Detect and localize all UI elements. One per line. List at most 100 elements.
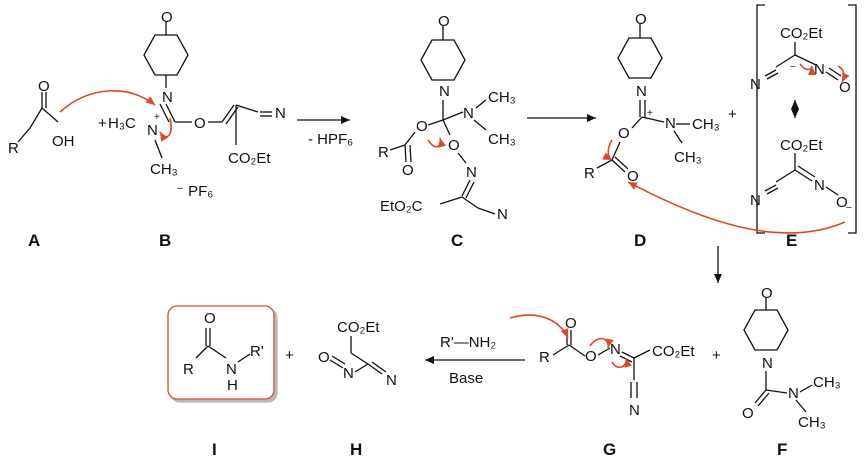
compound-g: O R O N CO₂Et N G <box>539 315 695 459</box>
plus-sign-1: + <box>98 115 107 132</box>
f-n-dimethyl: N <box>788 385 799 402</box>
curly-arrow-amine-to-g <box>509 314 569 339</box>
c-n-nitrile: N <box>497 206 508 223</box>
curly-arrow-g-internal-2 <box>611 357 633 369</box>
compound-c: O N N CH₃ CH₃ O R O O N N EtO₂C C <box>378 13 516 250</box>
i-r-label: R <box>183 361 194 378</box>
a-r-label: R <box>8 140 19 157</box>
g-n-oxime: N <box>610 341 621 358</box>
i-h-label: H <box>227 377 238 394</box>
c-r-label: R <box>378 144 389 161</box>
compound-i: O R N H R' I <box>167 305 275 459</box>
curly-arrow-a-to-b <box>59 89 156 113</box>
compound-a: R O OH A <box>8 78 75 250</box>
b-o-ring: O <box>161 9 173 26</box>
compound-h: CO₂Et O N N H <box>318 319 397 459</box>
e-o-top: O <box>839 79 851 96</box>
caption-i: I <box>212 440 217 459</box>
e-co2et-top: CO₂Et <box>780 25 823 42</box>
f-ch3-a: CH₃ <box>813 374 841 391</box>
b-co2et: CO₂Et <box>228 150 271 167</box>
c-n-oxime: N <box>466 164 477 181</box>
reagent-amine: R'—NH₂ <box>440 334 496 351</box>
f-n-ring: N <box>762 355 773 372</box>
d-o-carbonyl: O <box>627 168 639 185</box>
reagent-base: Base <box>449 370 483 387</box>
c-ch3-a: CH₃ <box>488 89 516 106</box>
reagent-minus-hpf6: - HPF₆ <box>308 131 353 148</box>
compound-e: CO₂Et N − N O CO₂Et N N O − E <box>750 4 857 250</box>
d-n-ring: N <box>636 83 647 100</box>
h-co2et: CO₂Et <box>337 319 380 336</box>
c-n-dimethyl: N <box>463 105 474 122</box>
b-n-ring: N <box>162 89 173 106</box>
g-o-carbonyl: O <box>565 315 577 332</box>
e-co2et-bot: CO₂Et <box>780 137 823 154</box>
f-o-carbonyl: O <box>742 405 754 422</box>
curly-arrow-e-top-1 <box>799 63 816 76</box>
d-n-dimethyl: N <box>665 115 676 132</box>
plus-sign-3: + <box>712 347 721 364</box>
caption-a: A <box>28 231 40 250</box>
b-pf6: ⁻ PF₆ <box>176 183 213 200</box>
curly-arrow-c-internal <box>427 137 447 148</box>
curly-arrow-g-internal <box>589 337 614 349</box>
caption-b: B <box>159 231 171 250</box>
b-n-nitrile: N <box>275 105 286 122</box>
f-ch3-b: CH₃ <box>798 414 826 431</box>
c-o-ester: O <box>416 118 428 135</box>
a-oh-label: OH <box>52 133 75 150</box>
d-o-ring: O <box>635 11 647 28</box>
caption-d: D <box>634 231 646 250</box>
caption-h: H <box>350 440 362 459</box>
e-n-top: N <box>750 76 761 93</box>
d-o-ester: O <box>618 125 630 142</box>
e-n-nitroso-top: N <box>814 61 825 78</box>
caption-e: E <box>786 231 797 250</box>
a-o-label: O <box>38 78 50 95</box>
caption-c: C <box>451 231 463 250</box>
d-charge: + <box>647 108 653 119</box>
d-outer-plus: + <box>728 106 737 123</box>
c-ch3-b: CH₃ <box>488 131 516 148</box>
curly-arrow-b-internal <box>159 117 172 142</box>
bracket-right <box>848 4 857 234</box>
g-co2et: CO₂Et <box>652 343 695 360</box>
curly-arrow-e-to-d <box>627 181 846 234</box>
g-r-label: R <box>539 349 550 366</box>
compound-d: O N + N CH₃ + CH₃ O R O D <box>584 11 737 250</box>
b-charge: + <box>154 112 160 123</box>
c-o-oxime: O <box>448 137 460 154</box>
e-n-bot: N <box>750 192 761 209</box>
plus-sign-2: + <box>285 347 294 364</box>
b-h3c: H₃C <box>108 115 136 132</box>
c-o-carbonyl: O <box>402 162 414 179</box>
c-n-ring: N <box>439 83 450 100</box>
h-n-label: N <box>343 365 354 382</box>
g-n-nitrile: N <box>629 402 640 419</box>
e-minus-top: − <box>790 62 796 73</box>
e-n-nitroso-bot: N <box>814 177 825 194</box>
b-n-plus: N <box>147 122 158 139</box>
h-n-nitrile: N <box>386 372 397 389</box>
c-eto2c: EtO₂C <box>380 198 423 215</box>
i-n-label: N <box>226 361 237 378</box>
c-o-ring: O <box>438 13 450 30</box>
caption-f: F <box>777 440 787 459</box>
h-o-label: O <box>318 349 330 366</box>
d-ch3-b: CH₃ <box>674 149 702 166</box>
compound-f: O N O N CH₃ CH₃ F <box>742 285 841 459</box>
product-box <box>167 305 275 400</box>
d-r-label: R <box>584 165 595 182</box>
d-ch3-a: CH₃ <box>692 116 720 133</box>
i-r-prime-label: R' <box>250 343 264 360</box>
compound-b: O N O N CO₂Et H₃C N + CH₃ ⁻ PF₆ B <box>108 9 286 250</box>
e-minus-bot: − <box>846 203 852 214</box>
e-o-bot: O <box>836 194 848 211</box>
b-o-oxime: O <box>194 115 206 132</box>
i-o-label: O <box>204 310 216 327</box>
caption-g: G <box>603 440 616 459</box>
g-o-ester: O <box>585 348 597 365</box>
curly-arrow-e-top-2 <box>837 65 850 83</box>
